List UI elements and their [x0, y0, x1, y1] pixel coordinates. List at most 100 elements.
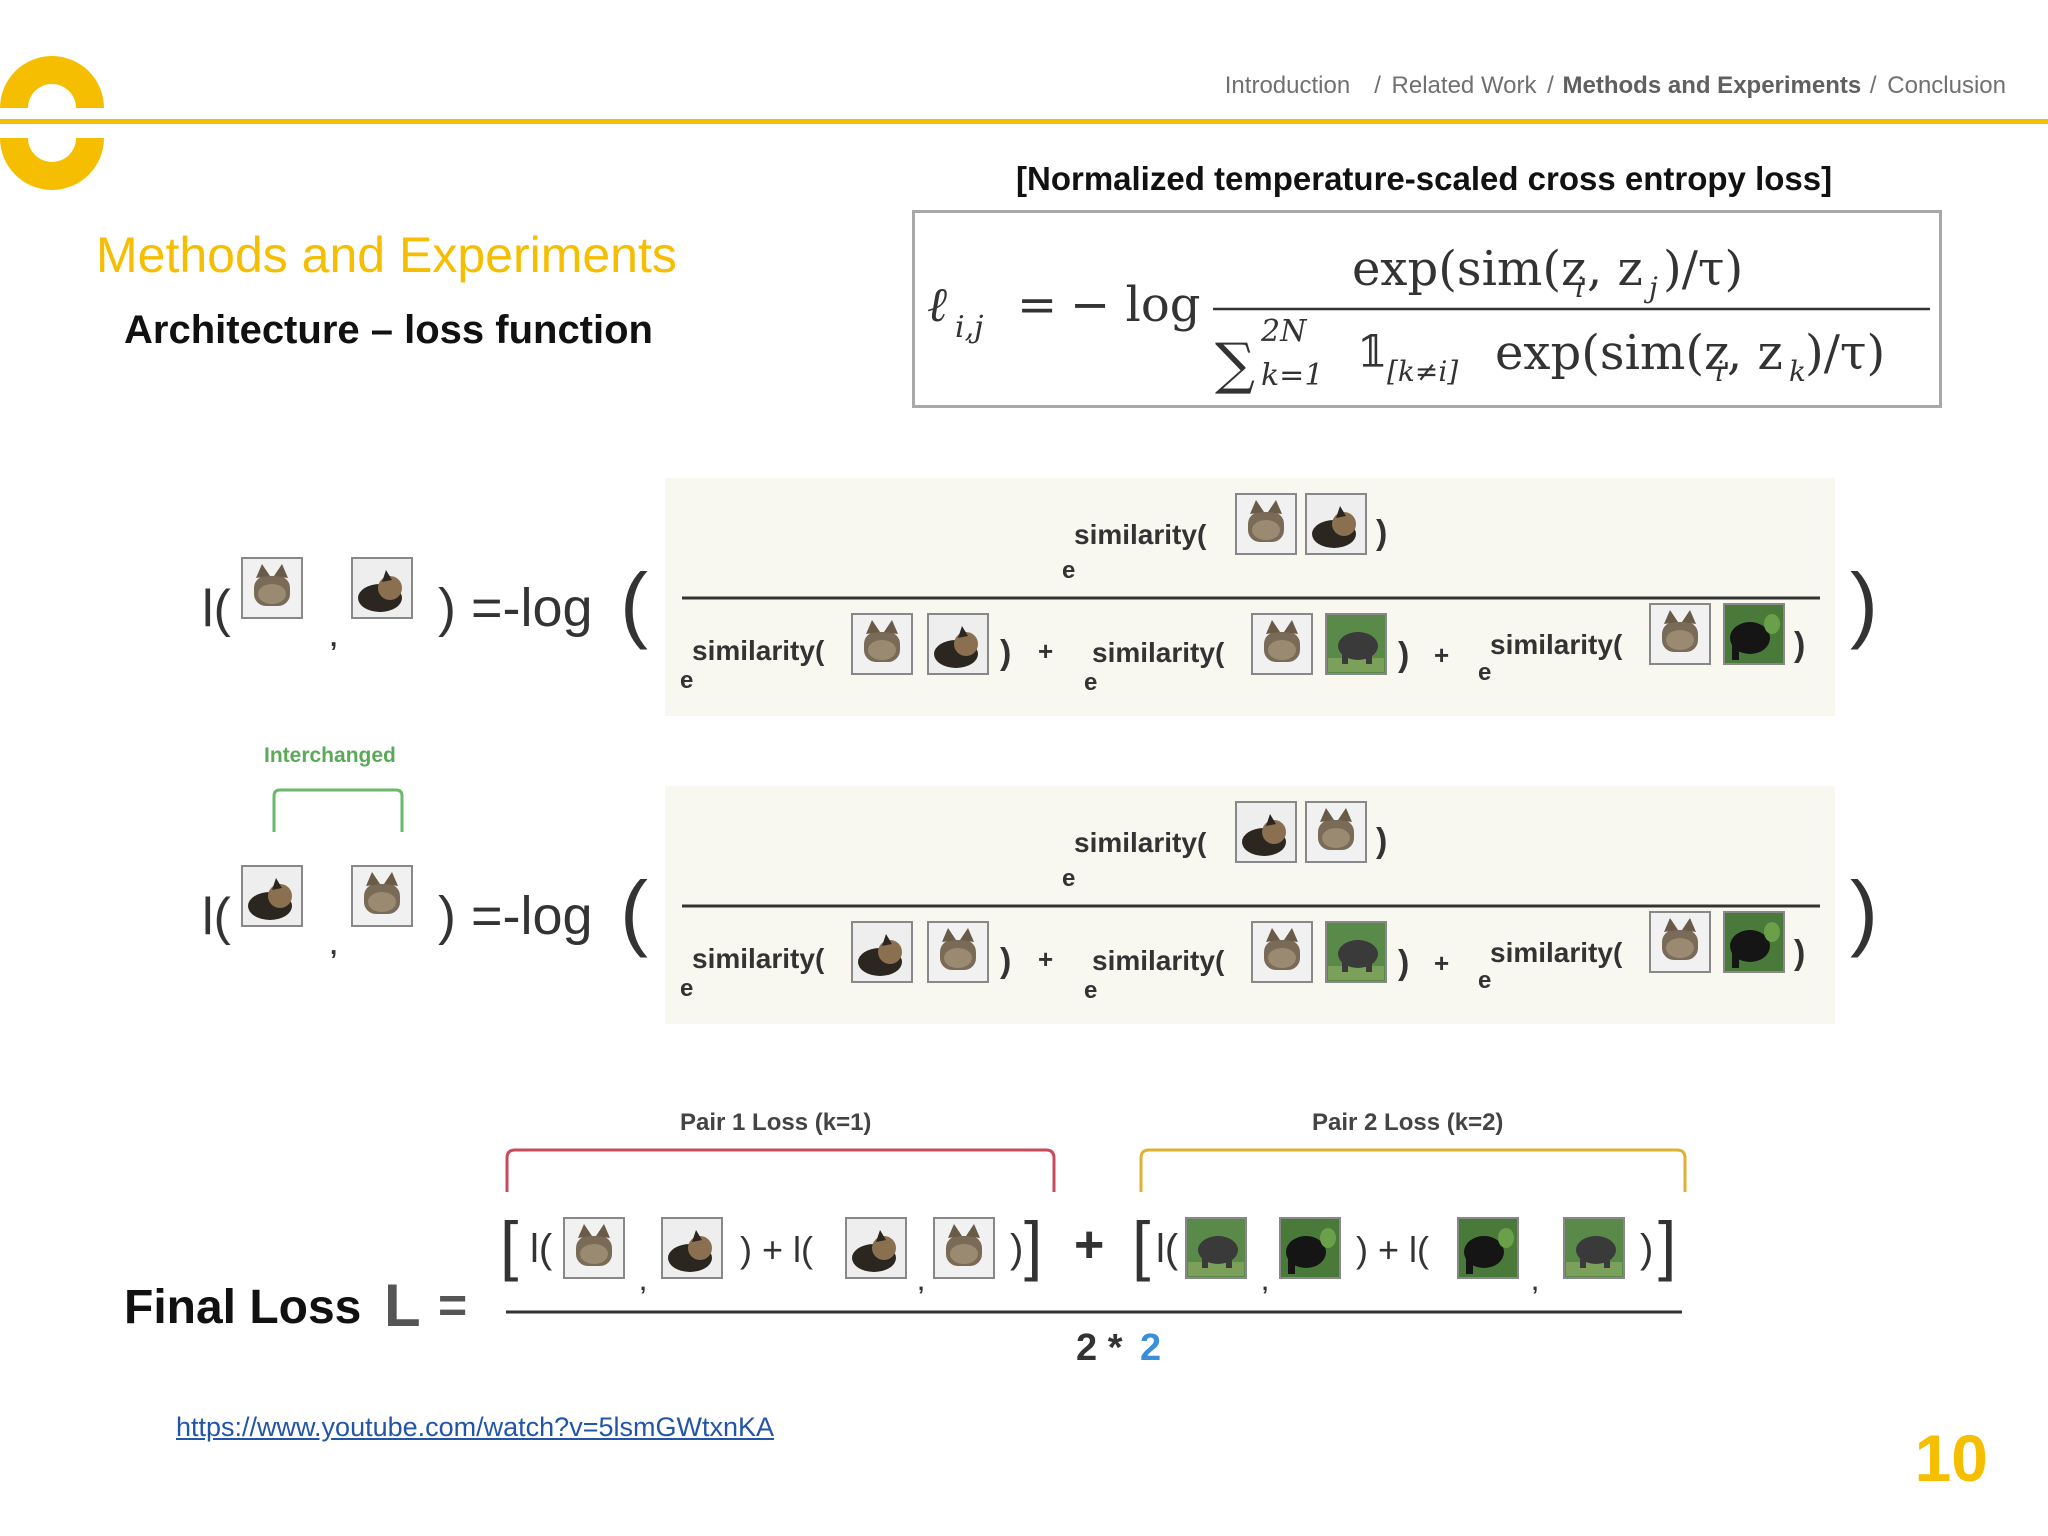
- l-open: l(: [1156, 1227, 1179, 1271]
- breadcrumb-related-work[interactable]: Related Work: [1391, 72, 1537, 99]
- eq-num-sep: , z: [1587, 241, 1643, 297]
- comma: ,: [1532, 1270, 1538, 1295]
- breadcrumb-separator: /: [1547, 72, 1554, 99]
- plus-sign: +: [1434, 948, 1449, 978]
- cat-image: [661, 1217, 723, 1279]
- plus: +: [1074, 1216, 1104, 1274]
- eq-neg-log: − log: [1070, 277, 1200, 333]
- lhs-comma: ,: [330, 930, 337, 960]
- close-paren: ): [1398, 636, 1409, 674]
- denominator-b: 2: [1140, 1327, 1161, 1369]
- breadcrumb-conclusion[interactable]: Conclusion: [1887, 72, 2006, 99]
- cat-image: [1235, 801, 1297, 863]
- final-L: L: [384, 1272, 421, 1339]
- cat-image: [1649, 911, 1711, 973]
- cat-image: [1251, 921, 1313, 983]
- exp-base: e: [1478, 967, 1491, 994]
- comma: ,: [1262, 1270, 1268, 1295]
- eq-equals: =: [1017, 277, 1057, 333]
- elephant-image: [1457, 1217, 1519, 1279]
- open-bracket: [: [500, 1208, 518, 1282]
- big-open-paren: (: [620, 864, 648, 958]
- equation-caption: [Normalized temperature-scaled cross ent…: [1016, 160, 1833, 197]
- cat-image: [933, 1217, 995, 1279]
- elephant-image: [1563, 1217, 1625, 1279]
- plus-sign: +: [1038, 636, 1053, 666]
- exp-base: e: [680, 667, 693, 694]
- close-paren: ): [1376, 822, 1387, 860]
- l-open: l(: [530, 1227, 553, 1271]
- exp-base: e: [1084, 977, 1097, 1004]
- exp-base: e: [1062, 865, 1075, 892]
- elephant-image: [1723, 603, 1785, 665]
- eq-den-sub2: k: [1789, 355, 1806, 388]
- close-plus-l: ) + l(: [740, 1229, 813, 1270]
- eq-lhs: ℓ: [927, 277, 947, 333]
- lhs-close-log: ) =-log: [438, 578, 593, 638]
- comma: ,: [918, 1270, 924, 1295]
- final-loss-equation: L = Pair 1 Loss (k=1) Pair 2 Loss (k=2) …: [384, 1109, 1687, 1369]
- lhs-open: l(: [202, 888, 232, 946]
- close-bracket: ]: [1024, 1208, 1042, 1282]
- close-plus-l: ) + l(: [1356, 1229, 1429, 1270]
- pair2-label: Pair 2 Loss (k=2): [1312, 1109, 1503, 1136]
- big-close-paren: ): [1850, 556, 1878, 650]
- plus-sign: +: [1434, 640, 1449, 670]
- lhs-open: l(: [202, 580, 232, 638]
- close-paren: ): [1376, 514, 1387, 552]
- close-paren: ): [1794, 934, 1805, 972]
- plus-sign: +: [1038, 944, 1053, 974]
- page-number: 10: [1914, 1421, 1988, 1495]
- comma: ,: [640, 1270, 646, 1295]
- elephant-image: [1279, 1217, 1341, 1279]
- close: ): [1010, 1227, 1023, 1271]
- cat-image: [351, 865, 413, 927]
- elephant-image: [1723, 911, 1785, 973]
- similarity-label: similarity(: [1490, 937, 1623, 968]
- cat-image: [1305, 493, 1367, 555]
- lhs-close-log: ) =-log: [438, 886, 593, 946]
- final-loss-label: Final Loss: [124, 1281, 362, 1334]
- similarity-label: similarity(: [1092, 637, 1225, 668]
- similarity-label: similarity(: [692, 635, 825, 666]
- elephant-image: [1325, 921, 1387, 983]
- eq-num-sub2: j: [1643, 271, 1658, 304]
- cat-image: [851, 613, 913, 675]
- exp-base: e: [1478, 659, 1491, 686]
- similarity-label: similarity(: [1092, 945, 1225, 976]
- breadcrumb-separator: /: [1374, 72, 1381, 99]
- open-bracket: [: [1132, 1208, 1150, 1282]
- breadcrumb-methods[interactable]: Methods and Experiments: [1562, 72, 1862, 99]
- cat-image: [1649, 603, 1711, 665]
- eq-numerator: exp(sim(z: [1352, 241, 1586, 297]
- cat-image: [1305, 801, 1367, 863]
- pair2-bracket: [1139, 1148, 1687, 1192]
- cat-image: [845, 1217, 907, 1279]
- breadcrumb: Introduction / Related Work / Methods an…: [1223, 72, 2008, 100]
- big-close-paren: ): [1850, 864, 1878, 958]
- similarity-label: similarity(: [692, 943, 825, 974]
- cat-image: [851, 921, 913, 983]
- header-divider: [0, 119, 2048, 124]
- eq-sum-upper: 2N: [1260, 314, 1308, 349]
- eq-sum: ∑: [1215, 332, 1255, 397]
- similarity-label: similarity(: [1074, 519, 1207, 550]
- similarity-label: similarity(: [1074, 827, 1207, 858]
- eq-num-tail: )/τ): [1663, 241, 1743, 297]
- cat-image: [241, 865, 303, 927]
- exp-base: e: [1062, 557, 1075, 584]
- eq-lhs-sub: i,j: [955, 310, 983, 345]
- cat-image: [1251, 613, 1313, 675]
- section-subtitle: Architecture – loss function: [124, 308, 653, 352]
- lhs-comma: ,: [330, 622, 337, 652]
- breadcrumb-introduction[interactable]: Introduction: [1224, 72, 1351, 99]
- pair1-bracket: [505, 1148, 1056, 1192]
- ntxent-equation-box: ℓ i,j = − log exp(sim(z i , z j )/τ) ∑ 2…: [912, 210, 1942, 408]
- close-paren: ): [1398, 944, 1409, 982]
- eq-den-sub1: i: [1715, 355, 1724, 388]
- youtube-link[interactable]: https://www.youtube.com/watch?v=5lsmGWtx…: [176, 1412, 774, 1442]
- cat-image: [241, 557, 303, 619]
- page-title: Methods and Experiments: [96, 227, 677, 283]
- elephant-image: [1325, 613, 1387, 675]
- close-paren: ): [1000, 942, 1011, 980]
